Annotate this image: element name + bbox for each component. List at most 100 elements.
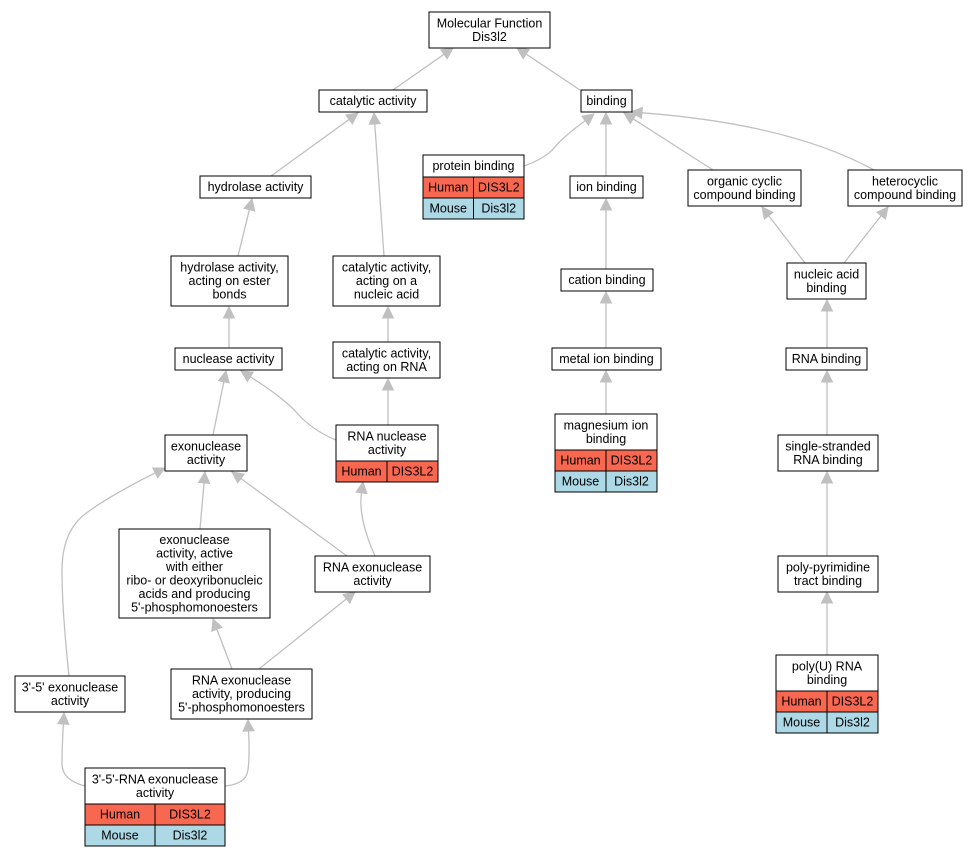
edges-layer [57, 47, 889, 787]
node-box [118, 528, 271, 619]
human-gene-label: DIS3L2 [832, 695, 874, 709]
edge-rna_exo-to-exonuclease [231, 471, 348, 557]
human-gene-label: DIS3L2 [611, 454, 653, 468]
edge-line [249, 376, 337, 441]
node-metal-ion[interactable]: metal ion binding [551, 347, 662, 371]
edge-line [374, 123, 385, 257]
node-ion-binding[interactable]: ion binding [569, 175, 644, 199]
edge-magnesium-to-metal_ion [599, 369, 613, 414]
human-species-label: Human [781, 695, 821, 709]
human-species-label: Human [100, 808, 140, 822]
edge-line [237, 209, 251, 257]
node-label: acting on RNA [346, 360, 427, 374]
arrowhead [623, 112, 638, 125]
node-hydrolase[interactable]: hydrolase activity [199, 175, 312, 199]
node-box [560, 268, 654, 292]
node-label: poly(U) RNA [792, 659, 863, 673]
human-species-label: Human [428, 181, 468, 195]
arrowhead [599, 290, 613, 304]
node-box [785, 347, 868, 371]
arrowhead [197, 470, 211, 485]
node-label: 3'-5'-RNA exonuclease [92, 772, 218, 786]
node-label: acting on a [356, 274, 417, 288]
node-label: heterocyclic [872, 174, 938, 188]
node-label: exonuclease [159, 533, 229, 547]
arrowhead [240, 370, 255, 383]
node-label: activity [187, 453, 226, 467]
node-rna-binding[interactable]: RNA binding [785, 347, 868, 371]
node-label: RNA exonuclease [323, 560, 422, 574]
node-box [847, 169, 963, 207]
node-nuclease[interactable]: nuclease activity [174, 347, 283, 371]
arrowhead [243, 197, 256, 212]
human-gene-label: DIS3L2 [392, 465, 434, 479]
mouse-gene-cell [154, 824, 226, 847]
edge-line [768, 215, 806, 264]
edge-line [61, 472, 156, 677]
edge-line [360, 492, 376, 557]
edge-protein_binding-to-binding [523, 113, 595, 167]
arrowhead [222, 305, 236, 319]
edge-binding-to-mf [516, 47, 581, 91]
node-box [164, 434, 248, 472]
arrowhead [344, 112, 359, 125]
arrowhead [439, 47, 454, 60]
arrowhead [381, 305, 395, 319]
edge-hydrolase-to-catalytic [270, 112, 359, 177]
node-label: RNA binding [793, 453, 863, 467]
arrowhead [151, 467, 167, 479]
node-label: binding [806, 281, 846, 295]
edge-line [270, 118, 350, 177]
node-label: Molecular Function [437, 16, 543, 30]
node-catalytic[interactable]: catalytic activity [318, 89, 428, 113]
edge-polypyr-to-ss_rna_binding [820, 470, 834, 556]
edge-line [641, 112, 875, 171]
node-cat-rna[interactable]: catalytic activity,acting on RNA [332, 341, 441, 379]
node-label: poly-pyrimidine [786, 560, 870, 574]
human-species-label: Human [560, 454, 600, 468]
node-label: hydrolase activity, [180, 261, 278, 275]
human-gene-cell [386, 460, 439, 483]
edge-rna_nuclease-to-nuclease [240, 370, 337, 441]
node-box [170, 668, 313, 720]
edge-ss_rna_binding-to-rna_binding [820, 369, 834, 435]
node-label: magnesium ion [564, 418, 649, 432]
node-cation-binding[interactable]: cation binding [560, 268, 654, 292]
node-binding[interactable]: binding [580, 89, 633, 113]
mouse-gene-cell [605, 470, 658, 493]
edge-line [843, 215, 882, 264]
arrowhead [599, 369, 613, 383]
edge-rna_exo_5p-to-exo_active [211, 617, 233, 670]
arrowhead [599, 197, 613, 211]
edge-line [632, 118, 714, 171]
arrowhead [875, 206, 889, 220]
edge-nucleic_acid_binding-to-heterocyclic [843, 206, 889, 264]
node-box [332, 255, 441, 307]
node-label: RNA nuclease [347, 429, 426, 443]
node-box [332, 341, 441, 379]
arrowhead [629, 106, 643, 120]
node-label: RNA exonuclease [192, 674, 291, 688]
